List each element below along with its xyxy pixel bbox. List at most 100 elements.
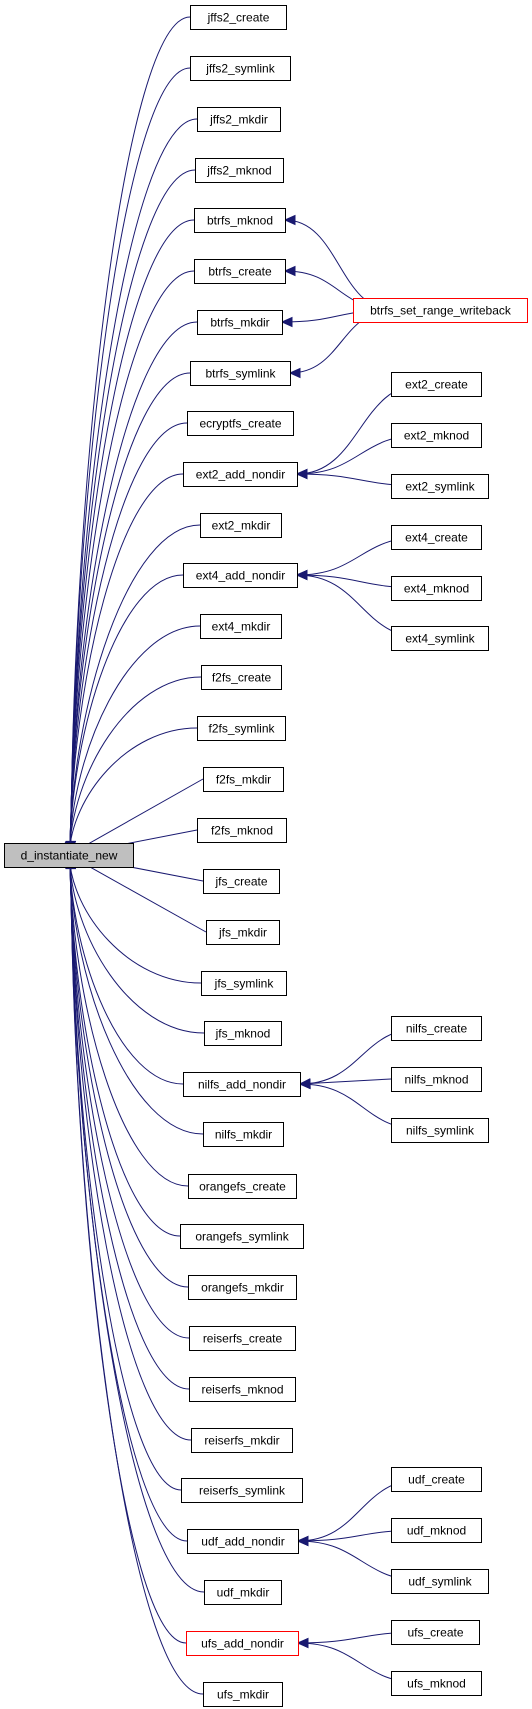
edge-jfs-symlink-to-d-instantiate-new-line — [68, 855, 202, 984]
edge-jfs-symlink-to-d-instantiate-new — [64, 854, 202, 984]
node-jfs-mkdir[interactable]: jfs_mkdir — [206, 920, 280, 945]
node-box — [197, 716, 286, 741]
node-ext2-mkdir[interactable]: ext2_mkdir — [200, 513, 282, 538]
node-ufs-mkdir[interactable]: ufs_mkdir — [203, 1682, 283, 1707]
node-reiserfs-create[interactable]: reiserfs_create — [189, 1326, 296, 1351]
node-ext2-create[interactable]: ext2_create — [391, 372, 482, 397]
node-udf-create[interactable]: udf_create — [391, 1467, 482, 1492]
node-udf-mkdir[interactable]: udf_mkdir — [204, 1580, 282, 1605]
edge-nilfs-mknod-to-nilfs-add-nondir-line — [299, 1078, 392, 1085]
node-udf-add-nondir[interactable]: udf_add_nondir — [187, 1529, 299, 1554]
edge-btrfs-set-range-writeback-to-btrfs-mknod-arrowhead — [283, 214, 296, 226]
node-nilfs-create[interactable]: nilfs_create — [391, 1016, 482, 1041]
edge-f2fs-create-to-d-instantiate-new-line — [68, 676, 202, 855]
edge-btrfs-set-range-writeback-to-btrfs-create-arrowhead — [283, 265, 296, 277]
node-label: ext4_symlink — [405, 632, 475, 646]
node-reiserfs-mknod[interactable]: reiserfs_mknod — [189, 1377, 296, 1402]
node-ext2-mknod[interactable]: ext2_mknod — [391, 423, 482, 448]
node-box — [188, 1174, 297, 1199]
node-label: ufs_mkdir — [217, 1688, 269, 1702]
node-reiserfs-mkdir[interactable]: reiserfs_mkdir — [191, 1428, 293, 1453]
node-label: btrfs_mknod — [207, 214, 273, 228]
node-udf-symlink[interactable]: udf_symlink — [391, 1569, 489, 1594]
node-orangefs-mkdir[interactable]: orangefs_mkdir — [188, 1275, 297, 1300]
edge-ufs-mknod-to-ufs-add-nondir-arrowhead — [296, 1637, 309, 1649]
node-label: ufs_add_nondir — [201, 1637, 284, 1651]
node-d-instantiate-new[interactable]: d_instantiate_new — [4, 843, 134, 868]
node-jffs2-mkdir[interactable]: jffs2_mkdir — [197, 107, 281, 132]
edge-btrfs-set-range-writeback-to-btrfs-symlink-arrowhead — [288, 367, 301, 379]
node-nilfs-mknod[interactable]: nilfs_mknod — [391, 1067, 482, 1092]
node-box — [4, 843, 134, 868]
node-jfs-symlink[interactable]: jfs_symlink — [201, 971, 287, 996]
node-box — [194, 259, 286, 284]
node-jfs-mknod[interactable]: jfs_mknod — [204, 1021, 282, 1046]
node-jffs2-mknod[interactable]: jffs2_mknod — [195, 158, 284, 183]
node-ufs-add-nondir[interactable]: ufs_add_nondir — [186, 1631, 299, 1656]
node-btrfs-symlink[interactable]: btrfs_symlink — [190, 361, 291, 386]
node-box — [183, 1072, 301, 1097]
node-f2fs-symlink[interactable]: f2fs_symlink — [197, 716, 286, 741]
edge-orangefs-mkdir-to-d-instantiate-new-line — [69, 856, 189, 1288]
edge-udf-add-nondir-to-d-instantiate-new — [65, 856, 188, 1542]
node-jfs-create[interactable]: jfs_create — [203, 869, 280, 894]
node-label: ext4_create — [405, 531, 468, 545]
node-ext4-symlink[interactable]: ext4_symlink — [391, 626, 489, 651]
node-label: ext4_add_nondir — [196, 569, 285, 583]
node-orangefs-symlink[interactable]: orangefs_symlink — [180, 1224, 304, 1249]
node-f2fs-create[interactable]: f2fs_create — [201, 665, 282, 690]
node-jffs2-create[interactable]: jffs2_create — [190, 5, 287, 30]
edge-jfs-mknod-to-d-instantiate-new-line — [68, 855, 205, 1034]
node-orangefs-create[interactable]: orangefs_create — [188, 1174, 297, 1199]
edge-jffs2-mkdir-to-d-instantiate-new — [65, 118, 198, 854]
node-box — [186, 1631, 299, 1656]
node-label: reiserfs_create — [203, 1332, 283, 1346]
node-label: btrfs_set_range_writeback — [370, 304, 512, 318]
node-label: udf_create — [408, 1473, 465, 1487]
edge-btrfs-create-to-d-instantiate-new-line — [69, 270, 195, 853]
edge-jfs-mkdir-to-d-instantiate-new-line — [68, 854, 207, 933]
edge-f2fs-mkdir-to-d-instantiate-new-line — [68, 778, 204, 856]
node-box — [204, 1021, 282, 1046]
node-box — [201, 971, 287, 996]
edge-ext4-mkdir-to-d-instantiate-new-line — [68, 625, 201, 855]
edge-btrfs-set-range-writeback-to-btrfs-mknod-line — [284, 219, 394, 311]
node-label: jfs_mkdir — [218, 926, 267, 940]
node-ext2-add-nondir[interactable]: ext2_add_nondir — [183, 462, 298, 487]
node-label: d_instantiate_new — [21, 849, 118, 863]
edge-ext4-symlink-to-ext4-add-nondir-arrowhead — [295, 569, 308, 581]
node-box — [391, 474, 489, 499]
node-ext4-mknod[interactable]: ext4_mknod — [391, 576, 482, 601]
node-box — [204, 1580, 282, 1605]
node-box — [391, 525, 482, 550]
node-box — [391, 626, 489, 651]
node-f2fs-mknod[interactable]: f2fs_mknod — [197, 818, 287, 843]
node-btrfs-set-range-writeback[interactable]: btrfs_set_range_writeback — [353, 298, 528, 323]
node-btrfs-mknod[interactable]: btrfs_mknod — [194, 208, 286, 233]
node-btrfs-create[interactable]: btrfs_create — [194, 259, 286, 284]
node-box — [191, 1428, 293, 1453]
node-nilfs-symlink[interactable]: nilfs_symlink — [391, 1118, 489, 1143]
node-label: jffs2_mkdir — [209, 113, 268, 127]
node-label: f2fs_create — [212, 671, 272, 685]
node-ext4-mkdir[interactable]: ext4_mkdir — [200, 614, 282, 639]
node-ecryptfs-create[interactable]: ecryptfs_create — [187, 411, 294, 436]
node-box — [188, 1275, 297, 1300]
node-ext2-symlink[interactable]: ext2_symlink — [391, 474, 489, 499]
node-nilfs-mkdir[interactable]: nilfs_mkdir — [203, 1122, 284, 1147]
edge-nilfs-mknod-to-nilfs-add-nondir — [298, 1078, 392, 1089]
node-ufs-mknod[interactable]: ufs_mknod — [391, 1671, 482, 1696]
node-btrfs-mkdir[interactable]: btrfs_mkdir — [197, 310, 283, 335]
node-udf-mknod[interactable]: udf_mknod — [391, 1518, 482, 1543]
node-box — [183, 462, 298, 487]
node-reiserfs-symlink[interactable]: reiserfs_symlink — [181, 1478, 303, 1503]
node-ufs-create[interactable]: ufs_create — [391, 1620, 480, 1645]
node-label: udf_mknod — [407, 1524, 466, 1538]
node-ext4-add-nondir[interactable]: ext4_add_nondir — [183, 563, 298, 588]
edge-ext4-mkdir-to-d-instantiate-new — [64, 625, 201, 856]
node-ext4-create[interactable]: ext4_create — [391, 525, 482, 550]
node-nilfs-add-nondir[interactable]: nilfs_add_nondir — [183, 1072, 301, 1097]
node-jffs2-symlink[interactable]: jffs2_symlink — [190, 56, 291, 81]
node-f2fs-mkdir[interactable]: f2fs_mkdir — [203, 767, 284, 792]
node-label: btrfs_mkdir — [210, 316, 269, 330]
